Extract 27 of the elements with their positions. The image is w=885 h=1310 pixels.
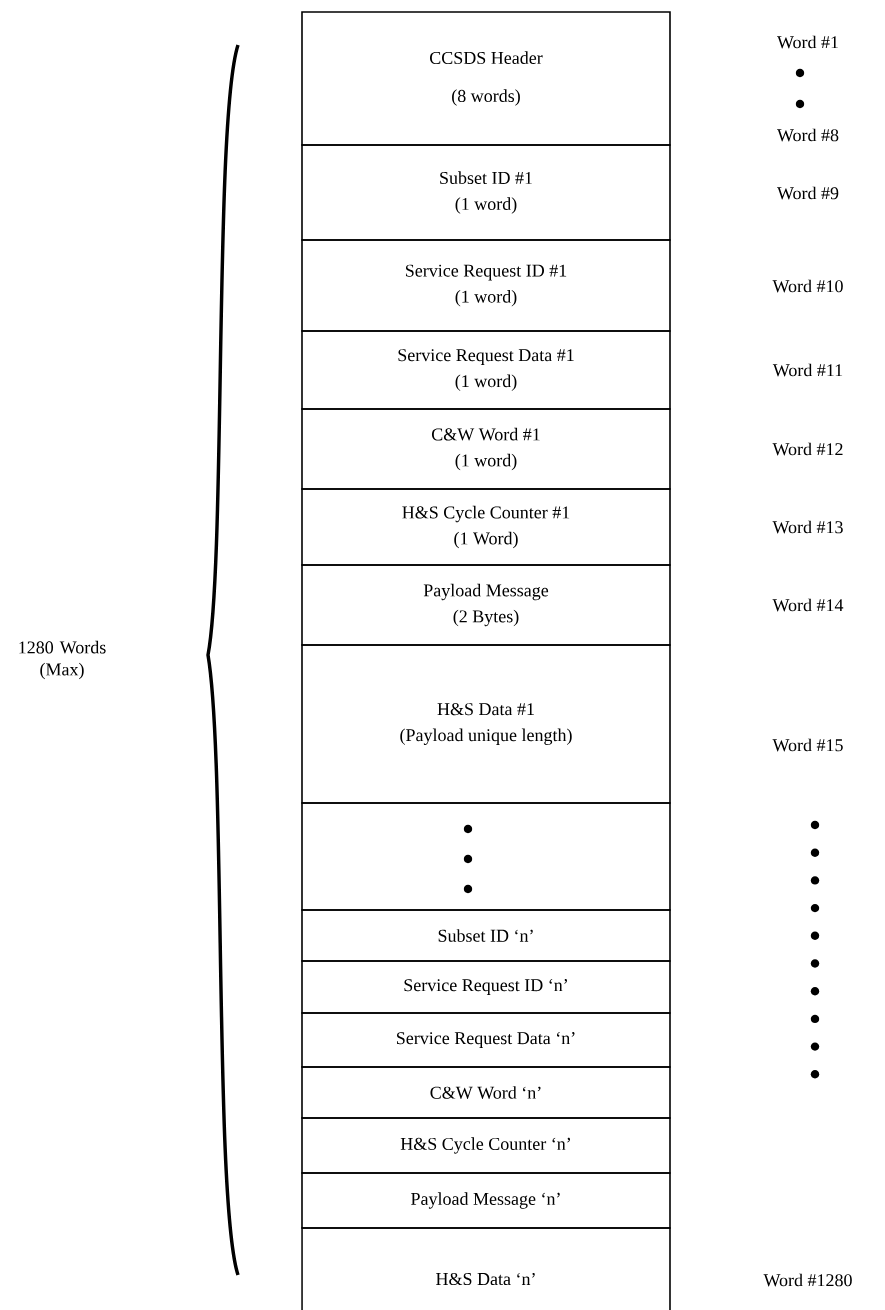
empty-row <box>301 802 671 911</box>
word-label: Word #1280 <box>763 1273 852 1287</box>
table-row: Payload Message ‘n’ <box>301 1172 671 1229</box>
table-row: Subset ID ‘n’ <box>301 909 671 962</box>
table-row: H&S Data #1 (Payload unique length) <box>301 644 671 804</box>
word-label: Word #15 <box>772 738 843 752</box>
word-label: Word #10 <box>772 279 843 293</box>
size-label: 1280 Words (Max) <box>19 640 106 680</box>
table-row: Service Request ID #1 (1 word) <box>301 239 671 332</box>
table-row: C&W Word ‘n’ <box>301 1066 671 1119</box>
word-label: Word #11 <box>772 363 843 377</box>
table-row: C&W Word #1 (1 word) <box>301 408 671 490</box>
word-label: Word #12 <box>772 442 843 456</box>
word-label: Word #8 <box>777 128 839 142</box>
table-row: Payload Message (2 Bytes) <box>301 564 671 646</box>
word-label: Word #9 <box>777 186 839 200</box>
word-label: Word #1 <box>777 35 838 49</box>
table-row: H&S Cycle Counter #1 (1 Word) <box>301 488 671 566</box>
table-row: Service Request Data #1 (1 word) <box>301 330 671 410</box>
table-row: Subset ID #1 (1 word) <box>301 144 671 241</box>
word-label: Word #14 <box>772 598 844 612</box>
table-row: H&S Cycle Counter ‘n’ <box>301 1117 671 1174</box>
table-row: CCSDS Header (8 words) <box>301 11 671 146</box>
word-label: Word #13 <box>772 520 843 534</box>
table-row: H&S Data ‘n’ <box>301 1227 671 1310</box>
table-row: Service Request Data ‘n’ <box>301 1012 671 1068</box>
table-row: Service Request ID ‘n’ <box>301 960 671 1014</box>
